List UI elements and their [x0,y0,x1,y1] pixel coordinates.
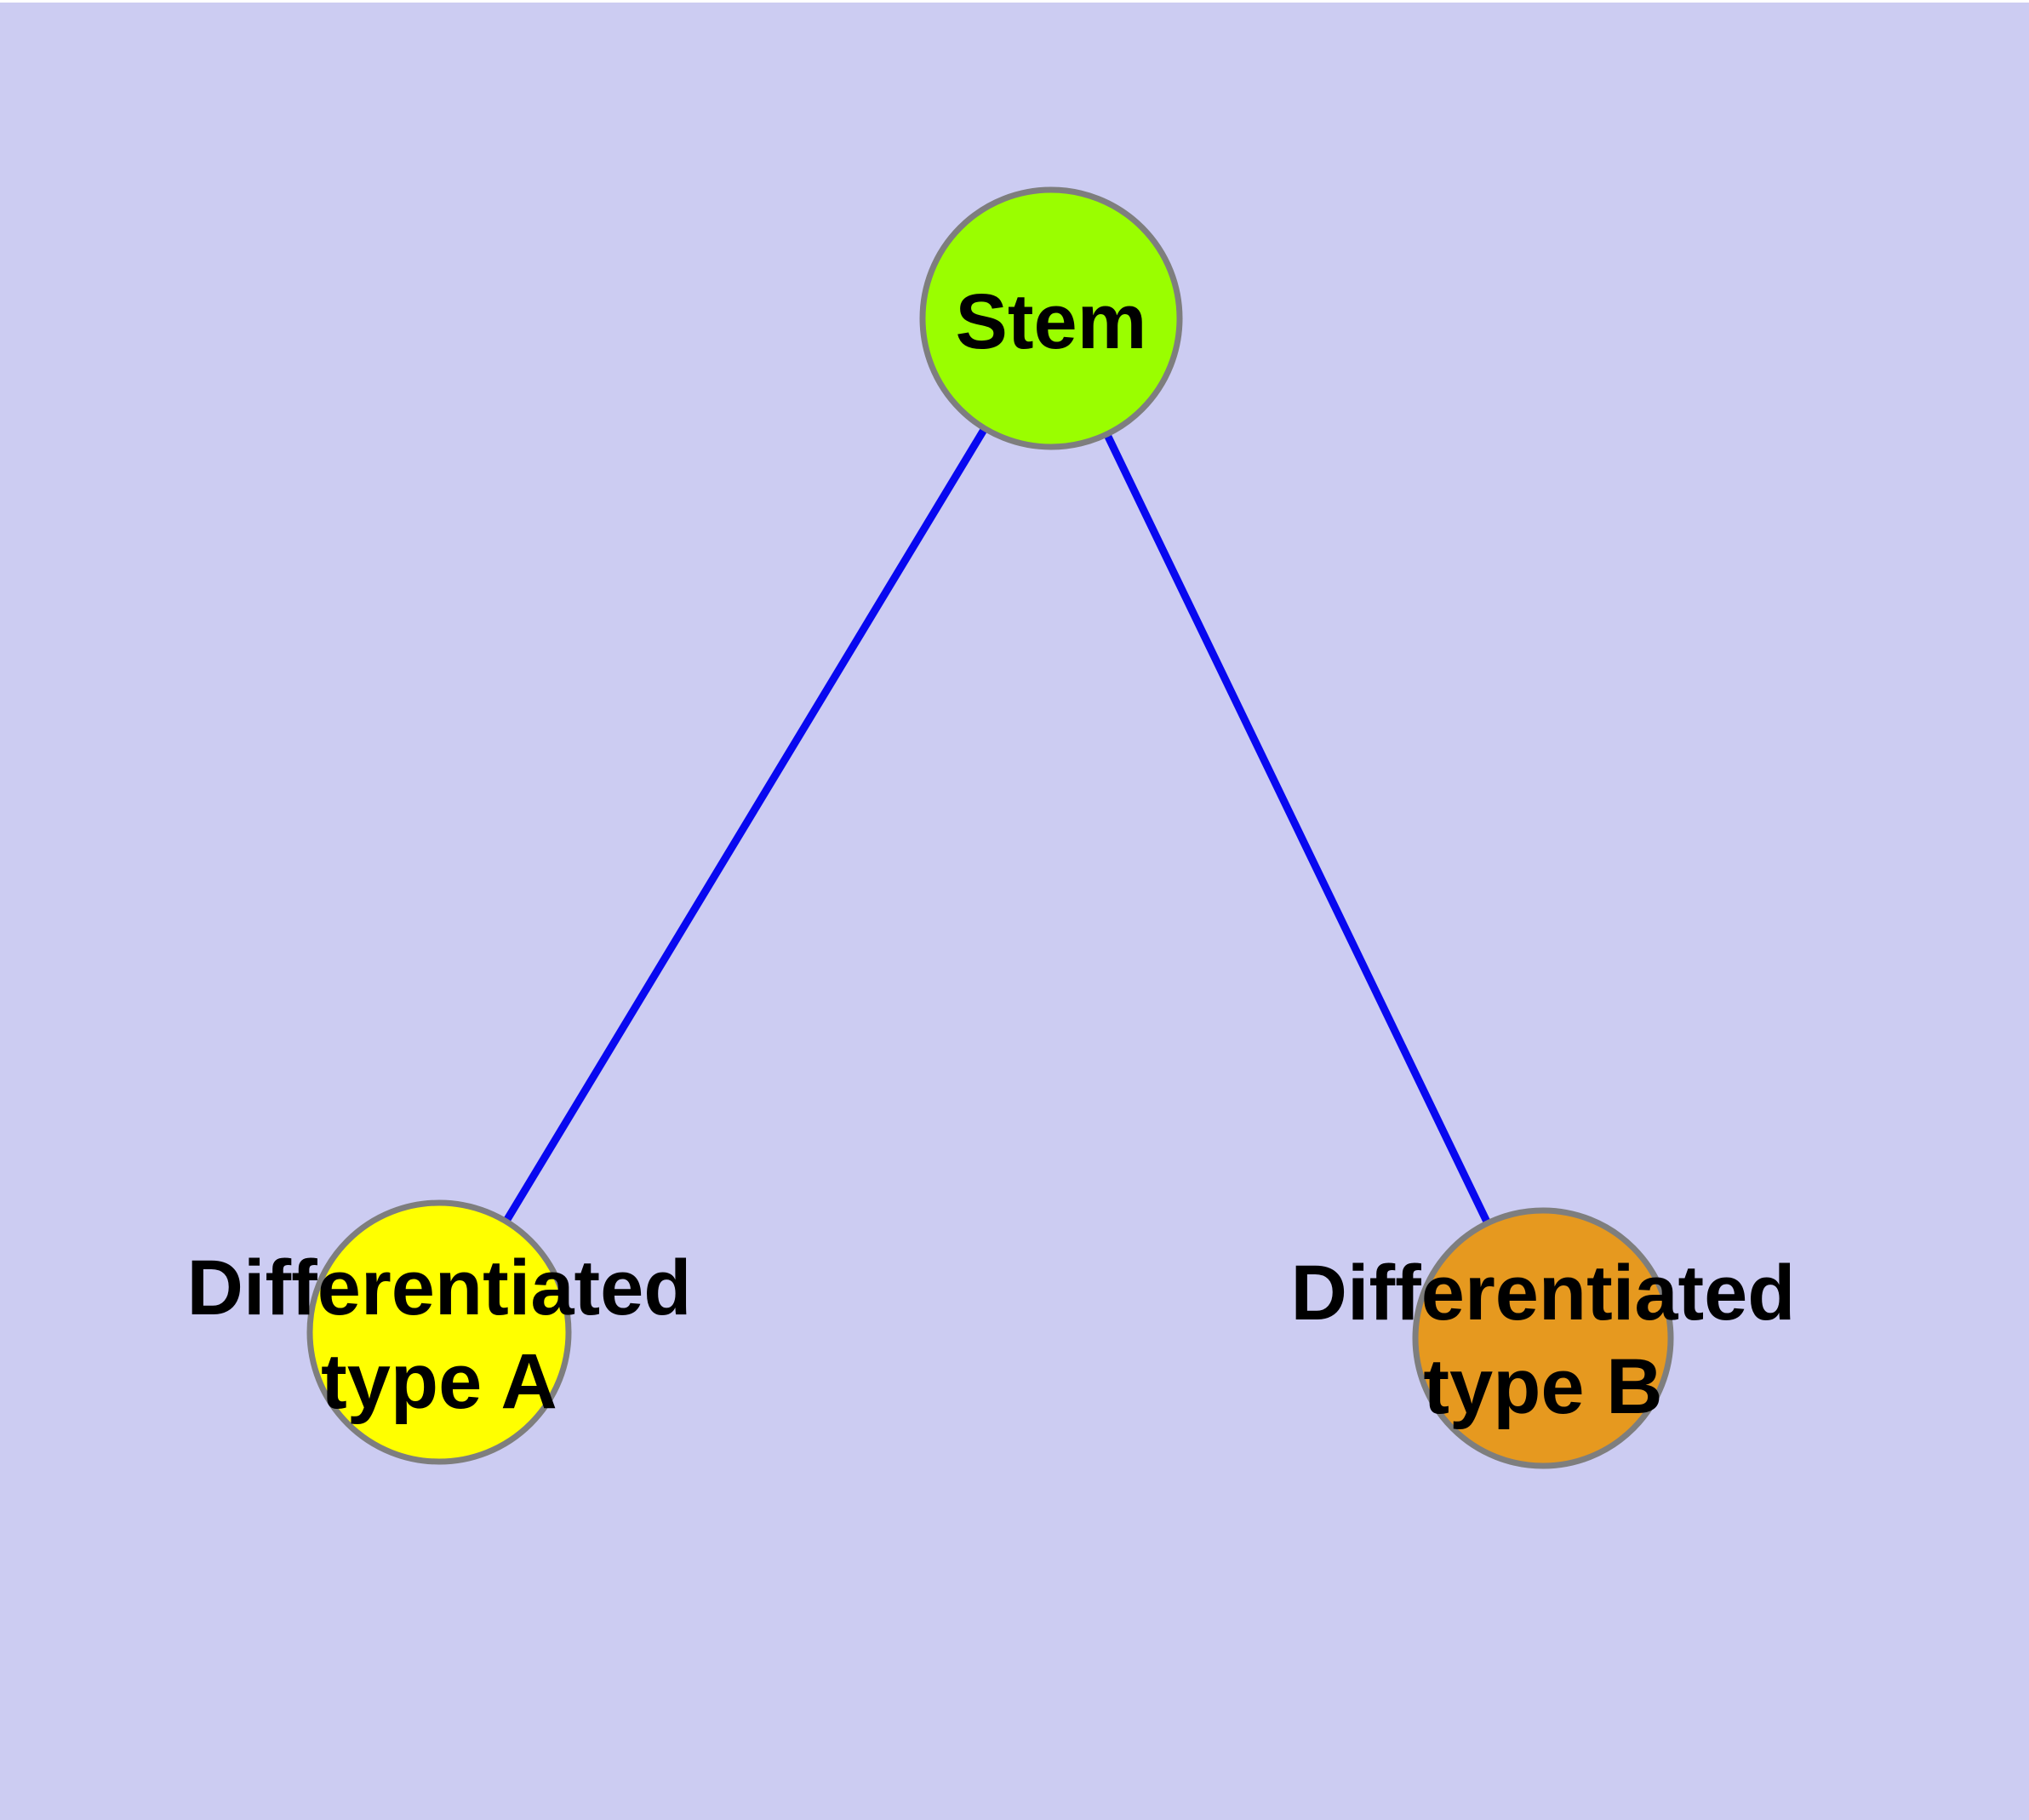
node-label-line: Differentiated [1290,1250,1796,1336]
edge-stem-to-type-b [1047,317,1547,1340]
node-label-line: type A [321,1338,557,1425]
node-stem [919,186,1183,450]
node-label-line: Stem [955,278,1147,365]
top-border-strip [0,0,2029,3]
node-label-differentiated-type-b: Differentiated type B [1291,1246,1796,1434]
node-label-line: type B [1423,1343,1663,1430]
node-label-line: Differentiated [186,1245,692,1331]
node-label-stem: Stem [956,275,1147,369]
node-differentiated-type-b [1412,1207,1674,1469]
node-differentiated-type-a [306,1199,572,1465]
edge-stem-to-type-a [436,316,1055,1335]
node-label-differentiated-type-a: Differentiated type A [187,1241,692,1428]
